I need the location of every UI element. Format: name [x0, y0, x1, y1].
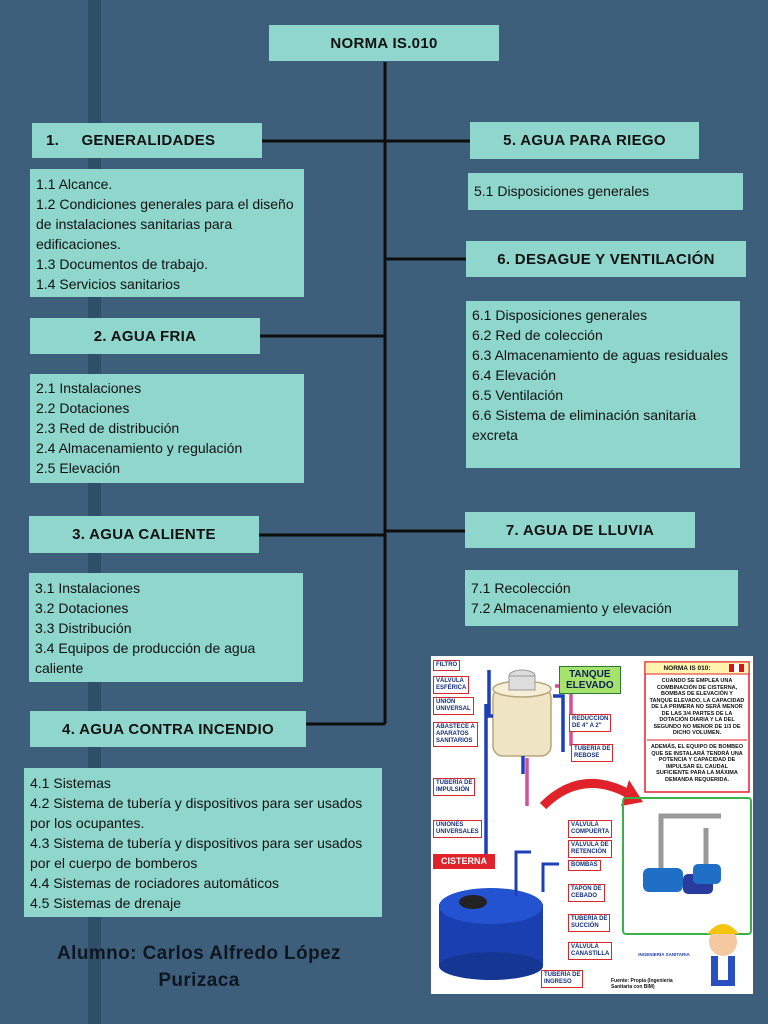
tapon-label: TAPÓN DE CEBADO	[568, 884, 605, 902]
list-item: 3.3 Distribución	[35, 620, 132, 636]
union-universal-label: UNIÓN UNIVERSAL	[433, 697, 474, 715]
list-item: 4.5 Sistemas de drenaje	[30, 895, 181, 911]
list-item: 1.2 Condiciones generales para el diseño…	[36, 196, 294, 252]
tuberia-rebose-label: TUBERÍA DE REBOSE	[571, 744, 614, 762]
water-system-illustration	[439, 661, 752, 986]
section-2-heading: 2. AGUA FRIA	[30, 318, 260, 354]
section-6-list: 6.1 Disposiciones generales 6.2 Red de c…	[466, 301, 740, 468]
section-5-heading: 5. AGUA PARA RIEGO	[470, 122, 699, 159]
list-item: 1.4 Servicios sanitarios	[36, 276, 180, 292]
author-credit: Alumno: Carlos Alfredo López Purizaca	[24, 940, 374, 994]
norma-note-2: ADEMÁS, EL EQUIPO DE BOMBEO QUE SE INSTA…	[650, 744, 744, 783]
section-4-heading: 4. AGUA CONTRA INCENDIO	[30, 711, 306, 747]
list-item: 5.1 Disposiciones generales	[474, 183, 650, 199]
list-item: 1.3 Documentos de trabajo.	[36, 256, 208, 272]
uniones-universales-label: UNIONES UNIVERSALES	[433, 820, 482, 838]
list-item: 2.5 Elevación	[36, 460, 121, 476]
section-3-list: 3.1 Instalaciones 3.2 Dotaciones 3.3 Dis…	[29, 573, 303, 682]
valvula-esferica-label: VÁLVULA ESFÉRICA	[433, 676, 470, 694]
engineer-cartoon-icon	[707, 924, 739, 986]
tuberia-ingreso-label: TUBERÍA DE INGRESO	[541, 970, 584, 988]
author-line-1: Alumno: Carlos Alfredo López	[57, 943, 341, 964]
list-item: 4.3 Sistema de tubería y dispositivos pa…	[30, 835, 363, 871]
norma-note-1: CUANDO SE EMPLEA UNA COMBINACIÓN DE CIST…	[649, 678, 745, 736]
list-item: 6.1 Disposiciones generales	[472, 307, 648, 323]
list-item: 4.2 Sistema de tubería y dispositivos pa…	[30, 795, 363, 831]
list-item: 2.4 Almacenamiento y regulación	[36, 440, 243, 456]
list-item: 7.1 Recolección	[471, 580, 571, 596]
list-item: 3.4 Equipos de producción de agua calien…	[35, 640, 256, 676]
section-2-list: 2.1 Instalaciones 2.2 Dotaciones 2.3 Red…	[30, 374, 304, 483]
section-7-heading: 7. AGUA DE LLUVIA	[465, 512, 695, 548]
list-item: 6.2 Red de colección	[472, 327, 603, 343]
list-item: 6.6 Sistema de eliminación sanitaria exc…	[472, 407, 697, 443]
arrow-icon	[539, 779, 632, 810]
brand-logo-text: INGENIERÍA SANITARIA	[638, 952, 690, 957]
norma-label: NORMA IS 010:	[663, 665, 711, 672]
list-item: 4.1 Sistemas	[30, 775, 111, 791]
list-item: 6.4 Elevación	[472, 367, 557, 383]
list-item: 6.5 Ventilación	[472, 387, 564, 403]
tanque-elevado-label: TANQUE ELEVADO	[559, 666, 621, 694]
section-5-list: 5.1 Disposiciones generales	[468, 173, 743, 210]
list-item: 1.1 Alcance.	[36, 176, 113, 192]
cisterna-label: CISTERNA	[433, 854, 496, 869]
cistern-tank-icon	[439, 888, 543, 980]
section-1-heading: 1. GENERALIDADES	[32, 123, 262, 158]
section-7-list: 7.1 Recolección 7.2 Almacenamiento y ele…	[465, 570, 738, 626]
section-4-list: 4.1 Sistemas 4.2 Sistema de tubería y di…	[24, 768, 382, 917]
valvula-retencion-label: VÁLVULA DE RETENCIÓN	[568, 840, 612, 858]
abastece-label: ABASTECE A APARATOS SANITARIOS	[433, 722, 478, 747]
list-item: 7.2 Almacenamiento y elevación	[471, 600, 672, 616]
list-item: 4.4 Sistemas de rociadores automáticos	[30, 875, 280, 891]
section-3-heading: 3. AGUA CALIENTE	[29, 516, 259, 553]
list-item: 2.3 Red de distribución	[36, 420, 180, 436]
page-title: NORMA IS.010	[269, 25, 499, 61]
reduccion-label: REDUCCIÓN DE 4" A 2"	[569, 714, 612, 732]
list-item: 3.2 Dotaciones	[35, 600, 129, 616]
list-item: 2.2 Dotaciones	[36, 400, 130, 416]
valvula-compuerta-label: VÁLVULA COMPUERTA	[568, 820, 613, 838]
tuberia-impulsion-label: TUBERÍA DE IMPULSIÓN	[433, 778, 476, 796]
bombas-label: BOMBAS	[568, 860, 601, 871]
list-item: 2.1 Instalaciones	[36, 380, 142, 396]
valvula-canastilla-label: VÁLVULA CANASTILLA	[568, 942, 613, 960]
list-item: 3.1 Instalaciones	[35, 580, 141, 596]
section-1-list: 1.1 Alcance. 1.2 Condiciones generales p…	[30, 169, 304, 297]
source-text: Fuente: Propia (Ingeniería Sanitaria con…	[611, 978, 673, 990]
pump-icon	[643, 813, 721, 894]
elevated-tank-icon	[492, 669, 552, 757]
tuberia-succion-label: TUBERÍA DE SUCCIÓN	[568, 914, 611, 932]
water-system-infographic: FILTRO VÁLVULA ESFÉRICA UNIÓN UNIVERSAL …	[431, 656, 753, 994]
section-6-heading: 6. DESAGUE Y VENTILACIÓN	[466, 241, 746, 277]
list-item: 6.3 Almacenamiento de aguas residuales	[472, 347, 729, 363]
author-line-2: Purizaca	[158, 970, 240, 991]
filtro-label: FILTRO	[433, 660, 461, 671]
